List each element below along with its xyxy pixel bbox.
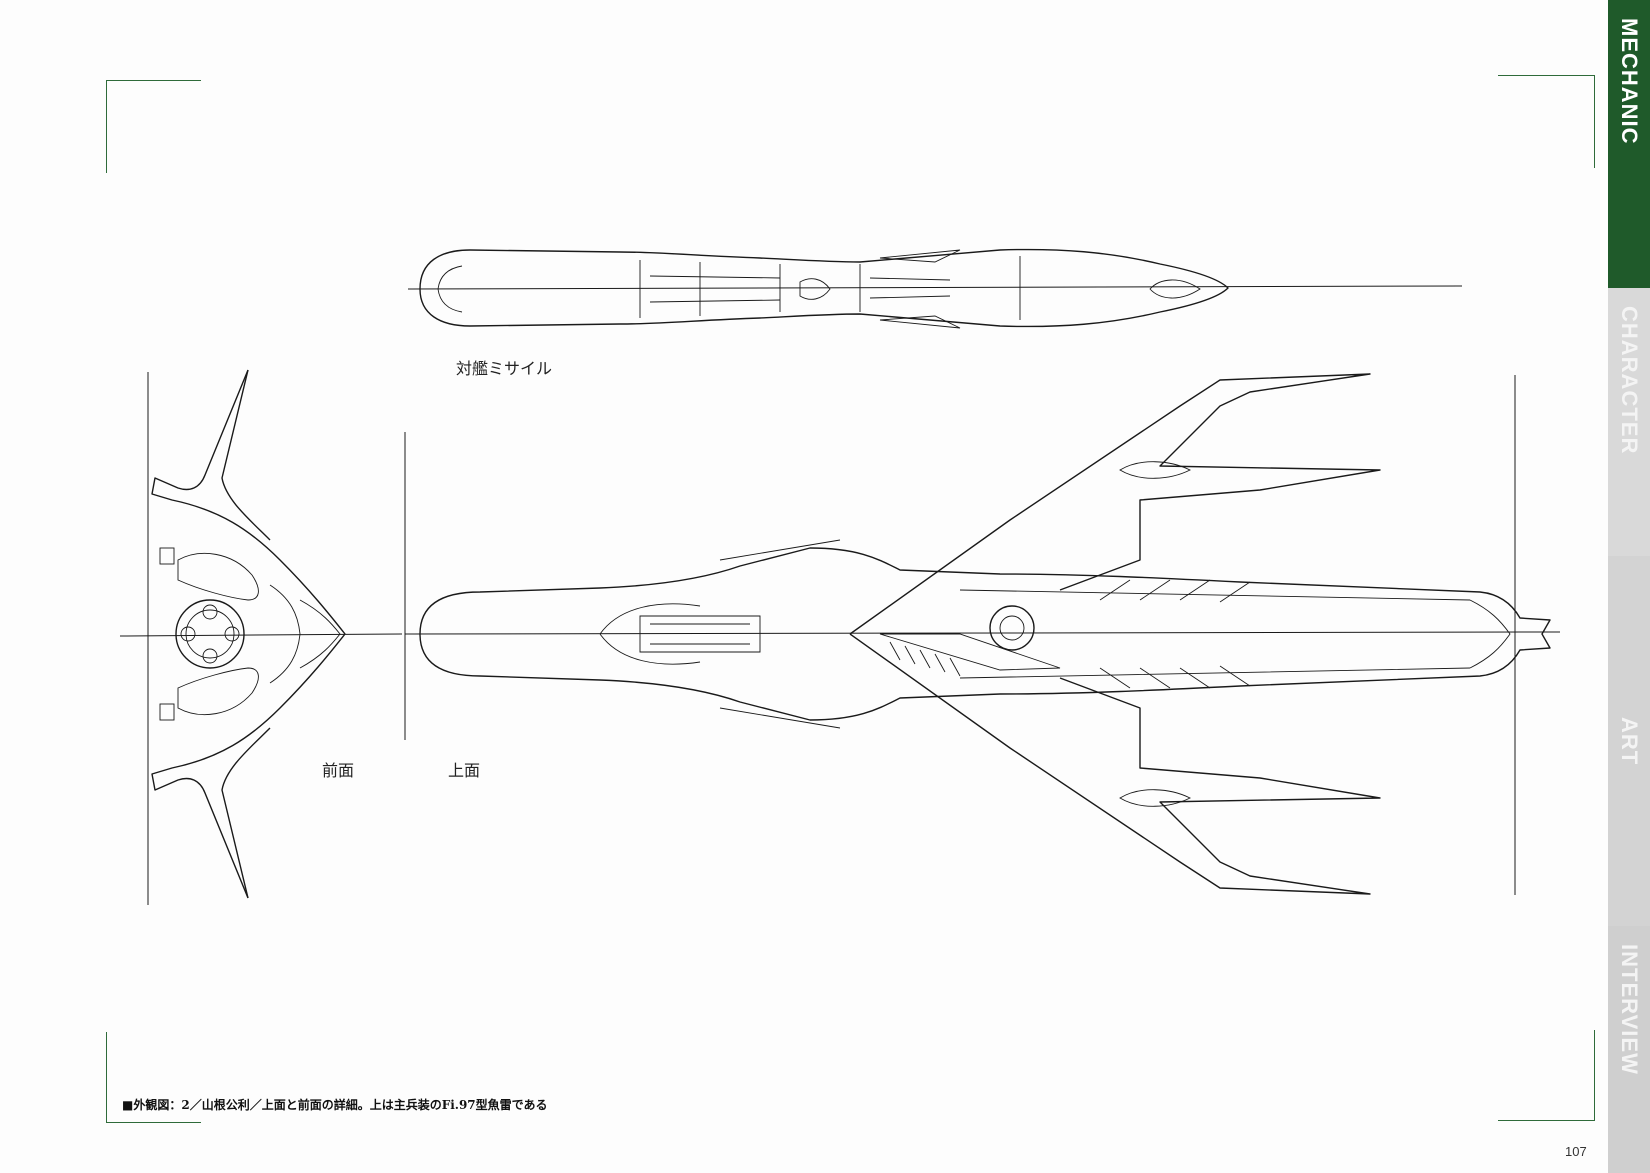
crop-mark-bottom-left (106, 1032, 201, 1123)
section-index-tabs: MECHANIC CHARACTER ART INTERVIEW (1608, 0, 1650, 1173)
top-view-label: 上面 (448, 761, 481, 780)
crop-mark-top-left (106, 80, 201, 173)
tab-mechanic[interactable]: MECHANIC (1608, 0, 1650, 288)
missile-drawing (407, 248, 1463, 329)
tab-character-label: CHARACTER (1617, 306, 1642, 455)
front-view-drawing (119, 369, 403, 905)
tab-art-label: ART (1617, 716, 1642, 766)
mechanical-drawing (119, 248, 1561, 905)
tab-character[interactable]: CHARACTER (1608, 288, 1650, 556)
figure-caption: ■外観図：2／山根公利／上面と前面の詳細。上は主兵装のFi.97型魚雷である (122, 1098, 548, 1112)
tab-art[interactable]: ART (1608, 556, 1650, 926)
page-number: 107 (1565, 1144, 1587, 1159)
top-view-drawing (404, 373, 1561, 895)
tab-mechanic-label: MECHANIC (1617, 18, 1642, 145)
tab-interview-label: INTERVIEW (1617, 944, 1642, 1075)
crop-mark-top-right (1498, 75, 1595, 168)
missile-label: 対艦ミサイル (456, 359, 553, 378)
crop-mark-bottom-right (1498, 1030, 1595, 1121)
tab-interview[interactable]: INTERVIEW (1608, 926, 1650, 1173)
front-view-label: 前面 (322, 761, 355, 780)
